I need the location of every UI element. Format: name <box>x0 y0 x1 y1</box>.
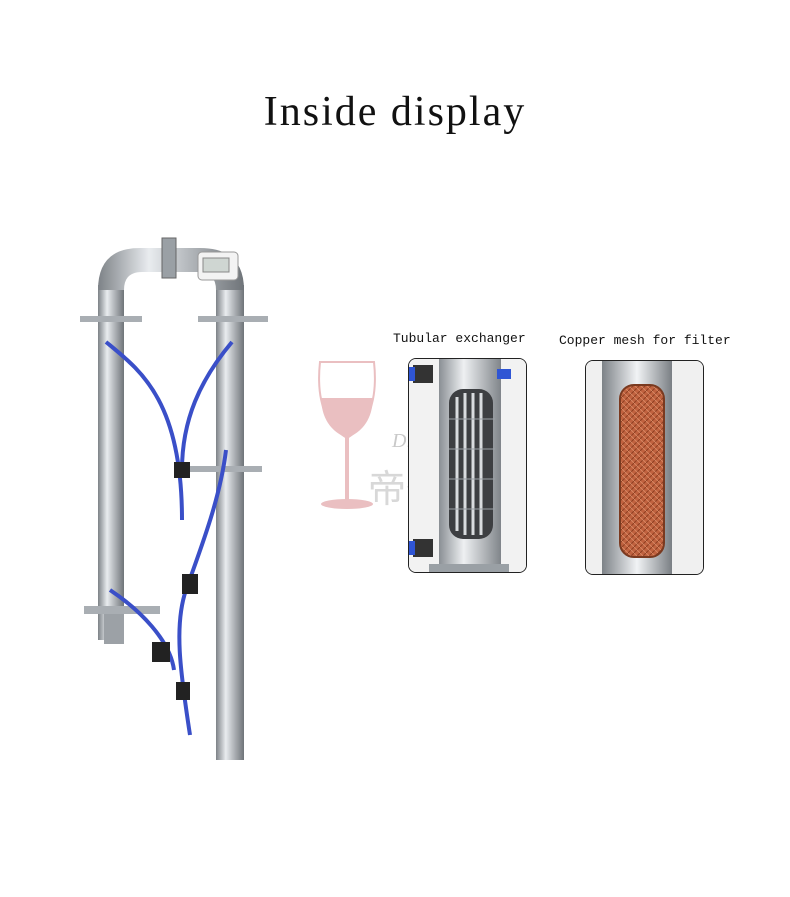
tubular-exchanger-label: Tubular exchanger <box>393 331 526 346</box>
copper-mesh-image <box>585 360 704 575</box>
column-apparatus-image <box>80 237 268 760</box>
tubular-exchanger-image <box>408 358 527 573</box>
wine-glass-watermark-icon <box>318 361 376 509</box>
page-title: Inside display <box>263 89 527 135</box>
copper-mesh-label: Copper mesh for filter <box>559 333 731 348</box>
